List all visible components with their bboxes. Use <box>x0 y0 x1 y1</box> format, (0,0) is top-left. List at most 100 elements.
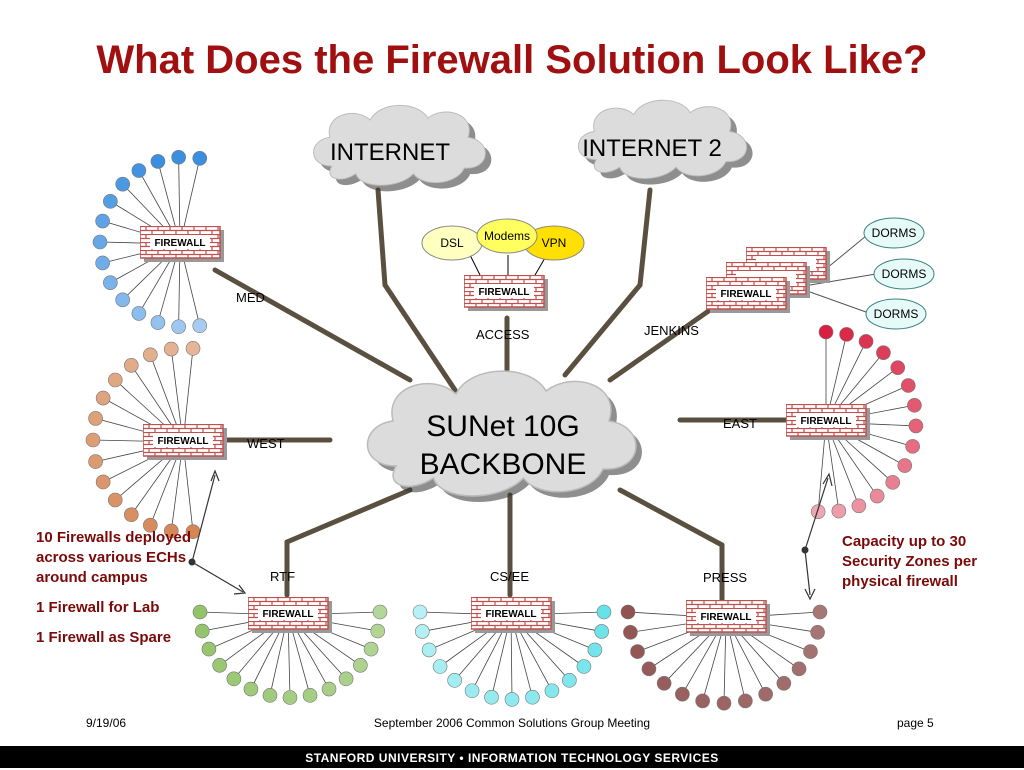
zone-node-med <box>103 275 118 290</box>
zone-node-csee <box>594 624 609 639</box>
dorms-oval-1 <box>863 217 925 249</box>
zone-node-rtf <box>372 604 388 620</box>
zone-node-east <box>839 327 854 342</box>
zone-node-csee <box>415 624 430 639</box>
segment-label-med: MED <box>236 290 265 305</box>
svg-text:FIREWALL: FIREWALL <box>720 289 771 300</box>
svg-text:FIREWALL: FIREWALL <box>800 416 851 427</box>
firewall-jenkins: FIREWALL <box>706 247 830 313</box>
zone-node-rtf <box>338 671 354 687</box>
zone-node-east <box>897 458 913 473</box>
note-capacity: Capacity up to 30 Security Zones per phy… <box>842 533 978 590</box>
zone-node-csee <box>464 683 480 699</box>
zone-node-east <box>905 439 920 454</box>
zone-node-csee <box>421 642 437 658</box>
zone-node-csee <box>432 659 448 674</box>
zone-node-med <box>95 255 110 271</box>
zone-node-med <box>115 176 130 192</box>
svg-text:FIREWALL: FIREWALL <box>157 436 208 447</box>
segment-label-east: EAST <box>723 416 757 431</box>
zone-node-west <box>163 523 179 539</box>
firewall-med: FIREWALL <box>140 226 224 262</box>
zone-node-east <box>876 345 891 360</box>
svg-text:FIREWALL: FIREWALL <box>154 238 205 249</box>
note-lab-firewall: 1 Firewall for Lab <box>36 599 160 616</box>
zone-node-press <box>738 693 753 709</box>
segment-label-access: ACCESS <box>476 327 530 342</box>
internet2-label: INTERNET 2 <box>582 135 722 162</box>
firewall-west: FIREWALL <box>143 424 227 460</box>
zone-node-med <box>171 149 186 165</box>
zone-node-med <box>171 319 186 335</box>
internet2-cloud: INTERNET 2 <box>577 99 753 185</box>
zone-node-rtf <box>370 623 386 639</box>
zone-node-press <box>656 676 672 691</box>
zone-node-press <box>812 604 828 620</box>
zone-node-west <box>143 517 158 533</box>
zone-node-med <box>192 318 208 334</box>
zone-node-press <box>630 644 645 659</box>
zone-node-west <box>95 390 111 406</box>
footer-organization-bar: STANFORD UNIVERSITY • INFORMATION TECHNO… <box>0 746 1024 768</box>
zone-node-csee <box>544 683 560 699</box>
backbone-label-line1: SUNet 10G <box>426 410 579 443</box>
zone-node-med <box>192 150 208 166</box>
link-internet2 <box>637 187 653 288</box>
link-internet-core <box>382 282 458 393</box>
footer-date: 9/19/06 <box>86 716 127 730</box>
zone-node-west <box>95 474 111 490</box>
footer-page: page 5 <box>897 716 934 730</box>
internet-cloud: INTERNET <box>312 104 492 192</box>
zone-node-rtf <box>321 681 337 697</box>
zone-node-press <box>716 695 732 711</box>
zone-node-csee <box>484 689 499 705</box>
dorms-label-1: DORMS <box>872 226 917 240</box>
zone-node-press <box>791 661 807 677</box>
zone-node-east <box>810 504 826 519</box>
annotation-dot-right <box>801 546 809 554</box>
zone-node-med <box>131 163 147 178</box>
zone-node-east <box>869 488 885 504</box>
zone-node-csee <box>576 659 592 674</box>
segment-label-press: PRESS <box>703 570 747 585</box>
zone-node-west <box>123 358 139 373</box>
notes-left: 10 Firewalls deployed across various ECH… <box>36 528 196 658</box>
zone-node-rtf <box>212 658 227 673</box>
footer-meeting: September 2006 Common Solutions Group Me… <box>373 716 651 730</box>
zone-node-med <box>103 194 118 209</box>
zone-node-med <box>131 306 147 321</box>
zone-node-med <box>150 154 166 169</box>
zone-node-west <box>88 454 103 469</box>
slide-title: What Does the Firewall Solution Look Lik… <box>96 38 928 82</box>
zone-node-east <box>831 503 847 519</box>
zone-node-rtf <box>243 681 259 697</box>
zone-node-press <box>695 693 710 709</box>
zone-node-rtf <box>226 671 242 687</box>
segment-label-csee: CS/EE <box>490 569 529 584</box>
zone-node-east <box>908 418 924 434</box>
zone-node-med <box>150 315 166 330</box>
zone-node-west <box>163 341 179 357</box>
firewall-csee: FIREWALL <box>471 597 555 633</box>
notes-right: Capacity up to 30 Security Zones per phy… <box>842 532 1002 602</box>
link-jenkins <box>607 307 713 383</box>
zone-node-rtf <box>363 641 379 657</box>
zone-node-press <box>623 624 638 640</box>
note-spare-firewall: 1 Firewall as Spare <box>36 629 172 646</box>
svg-text:FIREWALL: FIREWALL <box>262 609 313 620</box>
segment-label-rtf: RTF <box>270 569 295 584</box>
svg-text:FIREWALL: FIREWALL <box>700 612 751 623</box>
zone-node-press <box>776 676 792 691</box>
internet-label: INTERNET <box>330 139 450 166</box>
zone-node-rtf <box>282 690 298 705</box>
modems-label: Modems <box>484 229 530 243</box>
firewall-rtf: FIREWALL <box>248 597 332 633</box>
svg-text:FIREWALL: FIREWALL <box>485 609 536 620</box>
backbone-links <box>212 187 793 603</box>
zone-node-east <box>818 324 834 340</box>
dorms-oval-3 <box>865 298 927 330</box>
zone-node-east <box>851 498 867 514</box>
annotation-dot-left <box>188 558 196 566</box>
link-internet <box>375 187 388 288</box>
